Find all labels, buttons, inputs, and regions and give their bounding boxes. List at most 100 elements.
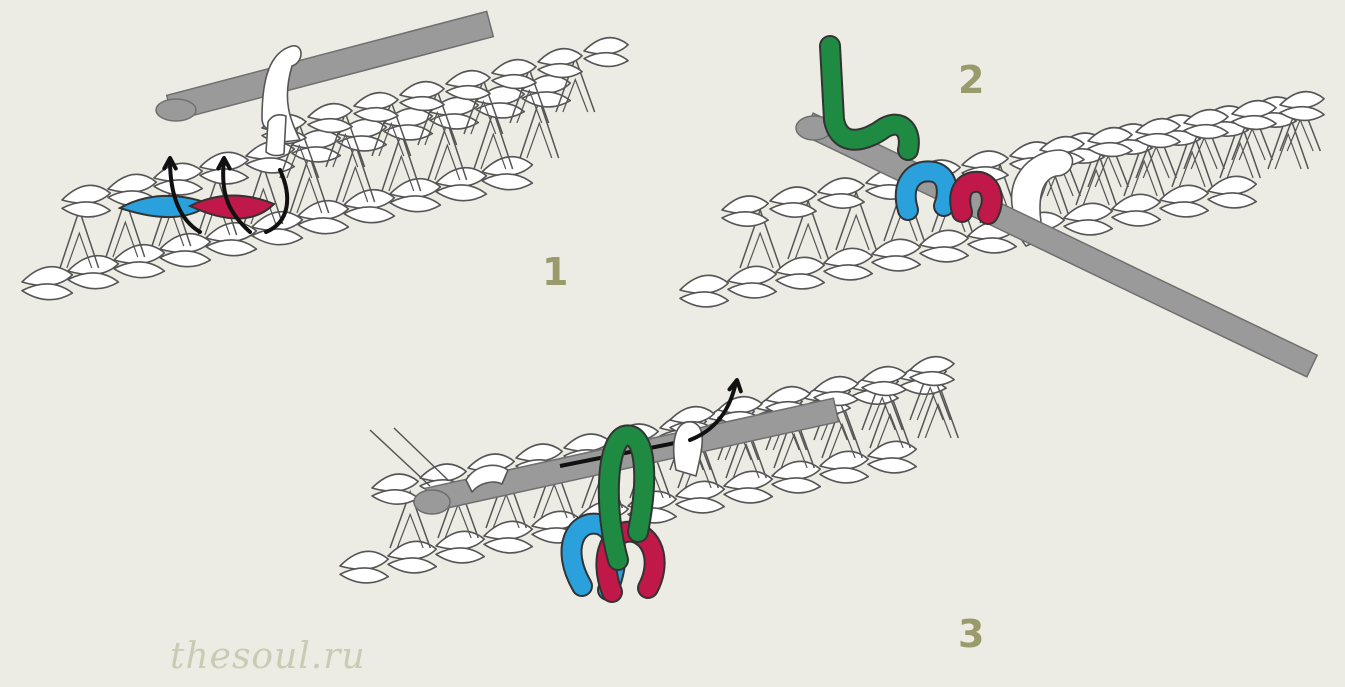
chain-loop — [1064, 203, 1112, 221]
chain-loop — [820, 468, 868, 483]
chain-loop — [206, 240, 256, 256]
chain-loop — [400, 82, 444, 98]
chain-loop — [962, 151, 1008, 168]
chain-loop — [372, 474, 418, 491]
chain-loop — [538, 49, 582, 65]
stitch-post — [925, 404, 951, 438]
chain-loop — [388, 558, 436, 573]
chain-loop — [160, 251, 210, 267]
chain-loop — [776, 274, 824, 289]
chain-loop — [862, 367, 906, 383]
chain-loop — [154, 180, 202, 195]
chain-loop — [1112, 211, 1160, 226]
chain-loop — [728, 266, 776, 284]
chain-loop — [1160, 185, 1208, 203]
chain-loop — [920, 230, 968, 248]
chain-loop — [676, 498, 724, 513]
chain-loop — [252, 229, 302, 245]
chain-loop — [344, 207, 394, 223]
chain-loop — [584, 38, 628, 54]
chain-loop — [680, 275, 728, 293]
chain-loop — [814, 377, 858, 393]
chain-loop — [680, 292, 728, 307]
chain-loop — [482, 174, 532, 190]
chain-loop — [114, 262, 164, 278]
chain-loop — [1208, 193, 1256, 208]
chain-loop — [22, 267, 72, 286]
chain-loop — [728, 283, 776, 298]
step-1-illustration — [22, 11, 628, 299]
chain-loop — [1112, 194, 1160, 212]
chain-loop — [68, 273, 118, 289]
chain-loop — [492, 60, 536, 76]
chain-loop — [390, 196, 440, 212]
chain-loop — [1280, 92, 1324, 108]
chain-loop — [340, 568, 388, 583]
stitch-post — [1275, 134, 1301, 169]
step-number-3: 3 — [958, 612, 984, 656]
step-3-illustration — [340, 357, 958, 592]
chain-loop — [818, 178, 864, 195]
chain-loop — [154, 163, 202, 181]
chain-loop — [298, 218, 348, 234]
chain-loop — [824, 248, 872, 266]
chain-loop — [872, 239, 920, 257]
chain-loop — [920, 247, 968, 262]
stitch-post — [795, 224, 821, 259]
chain-loop — [484, 538, 532, 553]
hook-tip — [156, 99, 196, 121]
step-number-2: 2 — [958, 58, 984, 102]
chain-loop — [910, 357, 954, 373]
chain-loop — [868, 458, 916, 473]
stitch-post — [1227, 143, 1253, 178]
chain-loop — [354, 93, 398, 109]
chain-loop — [390, 179, 440, 198]
chain-loop — [776, 257, 824, 275]
chain-loop — [344, 190, 394, 209]
chain-loop — [446, 71, 490, 87]
chain-loop — [114, 245, 164, 264]
chain-loop — [340, 551, 388, 569]
chain-loop — [772, 478, 820, 493]
stitch-post — [843, 215, 869, 250]
chain-loop — [68, 256, 118, 275]
chain-loop — [436, 548, 484, 563]
chain-loop — [1064, 220, 1112, 235]
chain-loop — [308, 104, 352, 120]
chain-loop — [482, 157, 532, 176]
chain-loop — [872, 256, 920, 271]
chain-loop — [1208, 176, 1256, 194]
chain-loop — [62, 202, 110, 217]
chain-loop — [584, 53, 628, 67]
chain-loop — [770, 187, 816, 204]
chain-loop — [160, 234, 210, 253]
loop-on-hook — [674, 422, 703, 476]
chain-loop — [372, 490, 418, 504]
chain-loop — [436, 185, 486, 201]
stitch-post — [1179, 152, 1205, 187]
stitch-post — [747, 233, 773, 268]
chain-loop — [436, 168, 486, 187]
chain-loop — [108, 174, 156, 192]
chain-loop — [516, 444, 562, 461]
step-number-1: 1 — [542, 250, 568, 294]
chain-loop — [722, 196, 768, 213]
chain-loop — [670, 407, 714, 423]
chain-loop — [724, 488, 772, 503]
step-2-illustration — [680, 46, 1324, 377]
working-stitch — [266, 115, 286, 156]
chain-loop — [298, 201, 348, 220]
chain-loop — [1160, 202, 1208, 217]
chain-loop — [968, 238, 1016, 253]
stitch-post — [1131, 161, 1157, 196]
chain-loop — [62, 185, 110, 203]
hook-tip — [414, 490, 450, 514]
stitch-post — [520, 100, 559, 158]
chain-loop — [420, 464, 466, 481]
watermark-text: thesoul.ru — [170, 636, 366, 677]
chain-loop — [824, 265, 872, 280]
chain-loop — [766, 387, 810, 403]
stitch-post — [1083, 170, 1109, 205]
chain-loop — [22, 284, 72, 300]
